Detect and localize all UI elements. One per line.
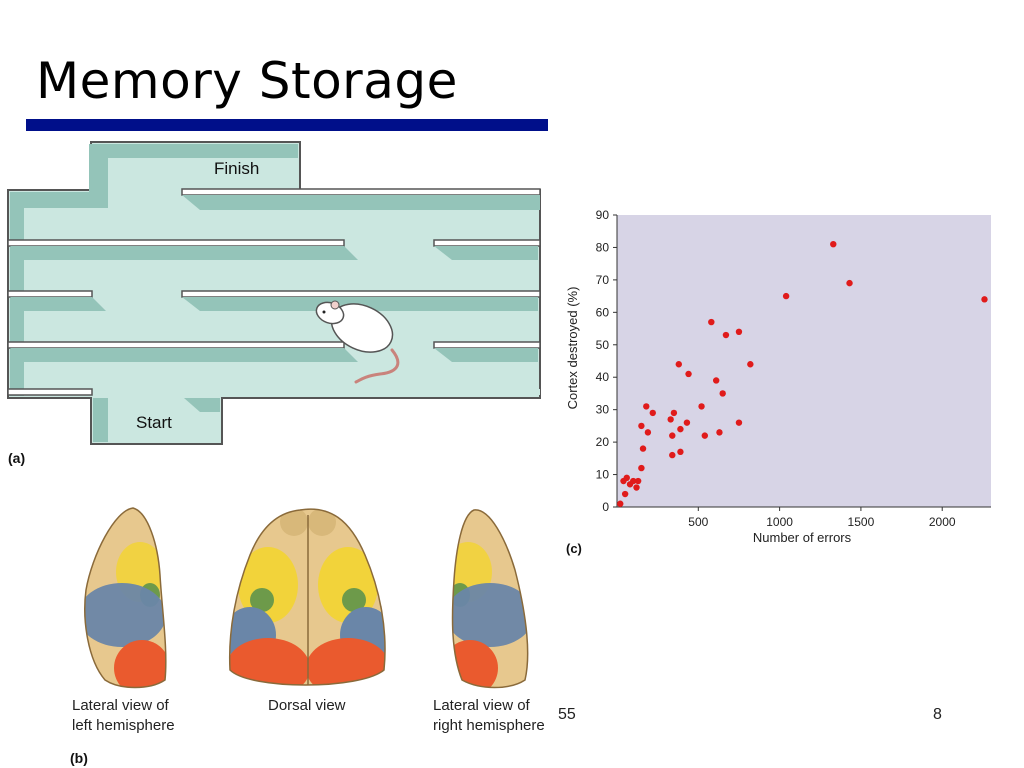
maze-shade-6 [10, 348, 358, 362]
footer-left-text: 55 [558, 706, 576, 723]
maze-shade-4 [10, 297, 106, 311]
maze-shade-1 [182, 195, 540, 210]
maze-shadow-start [93, 398, 108, 442]
title-underline-bar [26, 119, 548, 131]
rat-tail [354, 348, 400, 384]
rat-illustration [315, 300, 400, 384]
rat-eye [322, 310, 326, 314]
maze-wall-2-left [7, 290, 93, 298]
maze-wall-start-ledge [7, 388, 93, 396]
maze-wall-3-right [433, 341, 541, 349]
maze-wall-1-left [7, 239, 345, 247]
maze-shade-2 [10, 246, 358, 260]
maze-finish-label: Finish [214, 159, 259, 178]
maze-wall-finish-ledge [181, 188, 541, 196]
maze-wall-start-ledge-right [182, 389, 540, 395]
rat-ear [330, 300, 340, 310]
maze-shadow-finish [108, 144, 298, 158]
maze-shade-3 [434, 246, 538, 260]
panel-a-label: (a) [8, 450, 25, 466]
page-number: 8 [933, 706, 942, 723]
maze-wall-3-left [7, 341, 345, 349]
maze-wall-2-right [181, 290, 541, 298]
maze-shadow-top [10, 144, 108, 208]
maze-wall-1-right [433, 239, 541, 247]
maze-walls [7, 141, 541, 445]
slide-title: Memory Storage [36, 52, 458, 110]
maze-shade-7 [434, 348, 538, 362]
maze-start-label: Start [136, 413, 172, 432]
maze-shade-8 [184, 398, 220, 412]
